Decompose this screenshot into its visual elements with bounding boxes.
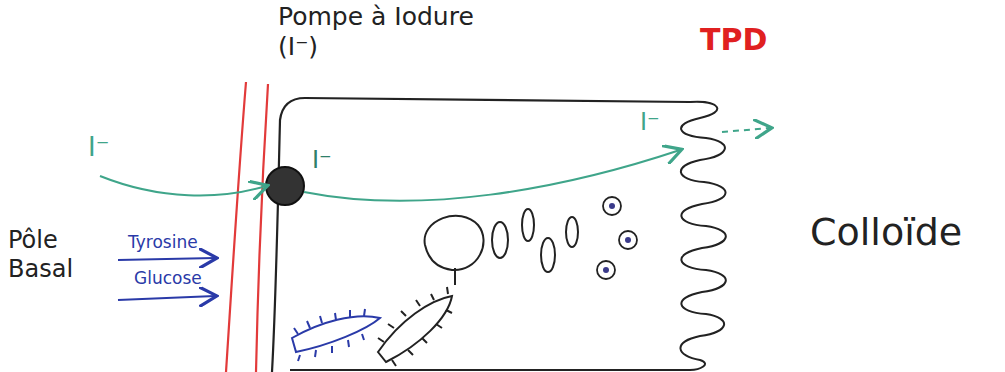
tpd-label: TPD: [700, 22, 820, 58]
golgi-vesicle: [425, 216, 484, 270]
colloid-label: Colloïde: [810, 210, 1000, 256]
iodide-label: I⁻: [640, 108, 690, 137]
iodide-label: I⁻: [312, 146, 372, 175]
rough-er: [378, 296, 452, 362]
secretory-granules: [597, 197, 637, 279]
glucose-label: Glucose: [134, 268, 244, 288]
tyrosine-label: Tyrosine: [128, 232, 238, 252]
iodide-pump: [266, 167, 304, 205]
cell-outline: [272, 98, 690, 372]
basal-membrane: [256, 84, 268, 372]
iodide-arrow: [722, 128, 770, 132]
vesicle: [522, 209, 534, 241]
vesicle: [566, 217, 578, 247]
smooth-er: [294, 309, 365, 361]
microvilli: [290, 102, 726, 370]
organelle-mark: [454, 268, 456, 285]
uptake-arrow: [118, 296, 215, 300]
iodide-label: I⁻: [88, 132, 148, 163]
basal-membrane: [226, 82, 246, 372]
uptake-arrow: [118, 258, 215, 260]
iodide-arrow: [304, 150, 680, 201]
pole-label: Pôle Basal: [8, 226, 108, 284]
rough-er: [378, 287, 452, 366]
iodide-arrow: [100, 176, 266, 195]
vesicle: [492, 222, 508, 258]
pump-label: Pompe à Iodure (I⁻): [278, 2, 478, 62]
smooth-er: [292, 316, 380, 352]
vesicle: [541, 238, 555, 272]
